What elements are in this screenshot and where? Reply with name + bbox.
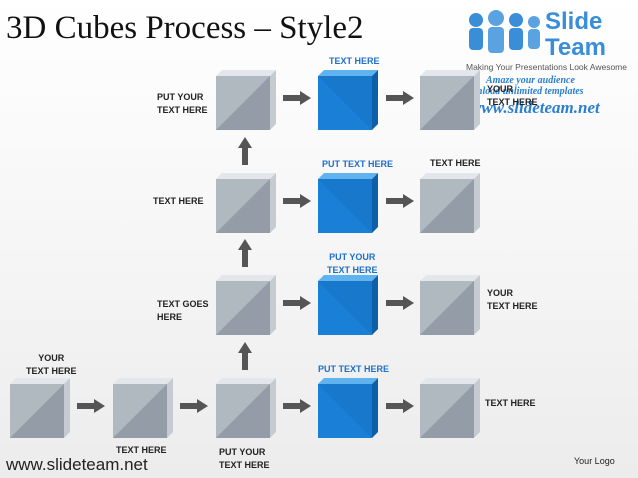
label-row1-right: YOUR TEXT HERE: [487, 83, 538, 109]
cube-gray: [420, 275, 480, 335]
label-row4-farleft: YOUR TEXT HERE: [26, 352, 77, 378]
label-line: TEXT HERE: [487, 301, 538, 311]
label-row2-right: TEXT HERE: [430, 158, 481, 168]
label-line: YOUR: [487, 84, 514, 94]
label-line: TEXT HERE: [487, 97, 538, 107]
cube-gray: [113, 378, 173, 438]
label-bottom-2: PUT YOUR TEXT HERE: [219, 446, 270, 472]
label-row1-top: TEXT HERE: [329, 56, 380, 66]
label-line: PUT YOUR: [329, 252, 376, 262]
label-row4-right: TEXT HERE: [485, 398, 536, 408]
label-bottom-1: TEXT HERE: [116, 445, 167, 455]
label-line: TEXT HERE: [327, 265, 378, 275]
cube-gray: [216, 378, 276, 438]
brand-tagline: Making Your Presentations Look Awesome: [466, 62, 627, 72]
arrow-up-icon: [238, 239, 252, 267]
label-line: TEXT HERE: [157, 105, 208, 115]
your-logo-placeholder: Your Logo: [574, 456, 615, 466]
cube-gray: [420, 173, 480, 233]
label-line: TEXT GOES: [157, 299, 209, 309]
arrow-right-icon: [180, 399, 208, 413]
label-row1-left: PUT YOUR TEXT HERE: [157, 91, 208, 117]
cube-gray: [420, 378, 480, 438]
arrow-right-icon: [283, 91, 311, 105]
arrow-right-icon: [386, 194, 414, 208]
promo-line-3: www.slideteam.net: [470, 98, 600, 117]
label-line: TEXT HERE: [219, 460, 270, 470]
cube-gray: [420, 70, 480, 130]
arrow-right-icon: [77, 399, 105, 413]
cube-blue: [318, 378, 378, 438]
footer-url: www.slideteam.net: [6, 455, 148, 474]
cube-blue: [318, 70, 378, 130]
cube-blue: [318, 275, 378, 335]
cube-gray: [10, 378, 70, 438]
cube-gray: [216, 173, 276, 233]
arrow-up-icon: [238, 137, 252, 165]
label-line: YOUR: [487, 288, 514, 298]
promo-line-1: Amaze your audience: [486, 75, 575, 86]
cube-blue: [318, 173, 378, 233]
brand-team-word: Team: [545, 34, 606, 61]
arrow-right-icon: [386, 296, 414, 310]
promo-line-2: Download unlimited templates: [458, 86, 584, 97]
cube-gray: [216, 70, 276, 130]
label-row2-left: TEXT HERE: [153, 196, 204, 206]
arrow-right-icon: [283, 399, 311, 413]
label-row3-right: YOUR TEXT HERE: [487, 287, 538, 313]
people-logo-icon: [469, 10, 540, 53]
arrow-right-icon: [283, 194, 311, 208]
label-row4-mid: PUT TEXT HERE: [318, 364, 390, 374]
arrow-right-icon: [386, 91, 414, 105]
label-line: PUT YOUR: [219, 447, 266, 457]
label-line: TEXT HERE: [26, 366, 77, 376]
slide-title: 3D Cubes Process – Style2: [6, 10, 364, 46]
label-line: HERE: [157, 312, 183, 322]
label-row3-left: TEXT GOES HERE: [157, 298, 209, 324]
arrow-up-icon: [238, 342, 252, 370]
label-row2-mid: PUT TEXT HERE: [322, 159, 394, 169]
arrow-right-icon: [386, 399, 414, 413]
label-line: PUT YOUR: [157, 92, 204, 102]
cube-gray: [216, 275, 276, 335]
arrow-right-icon: [283, 296, 311, 310]
label-line: YOUR: [38, 353, 65, 363]
brand-slide-word: Slide: [545, 8, 603, 35]
label-row3-mid: PUT YOUR TEXT HERE: [327, 251, 378, 277]
